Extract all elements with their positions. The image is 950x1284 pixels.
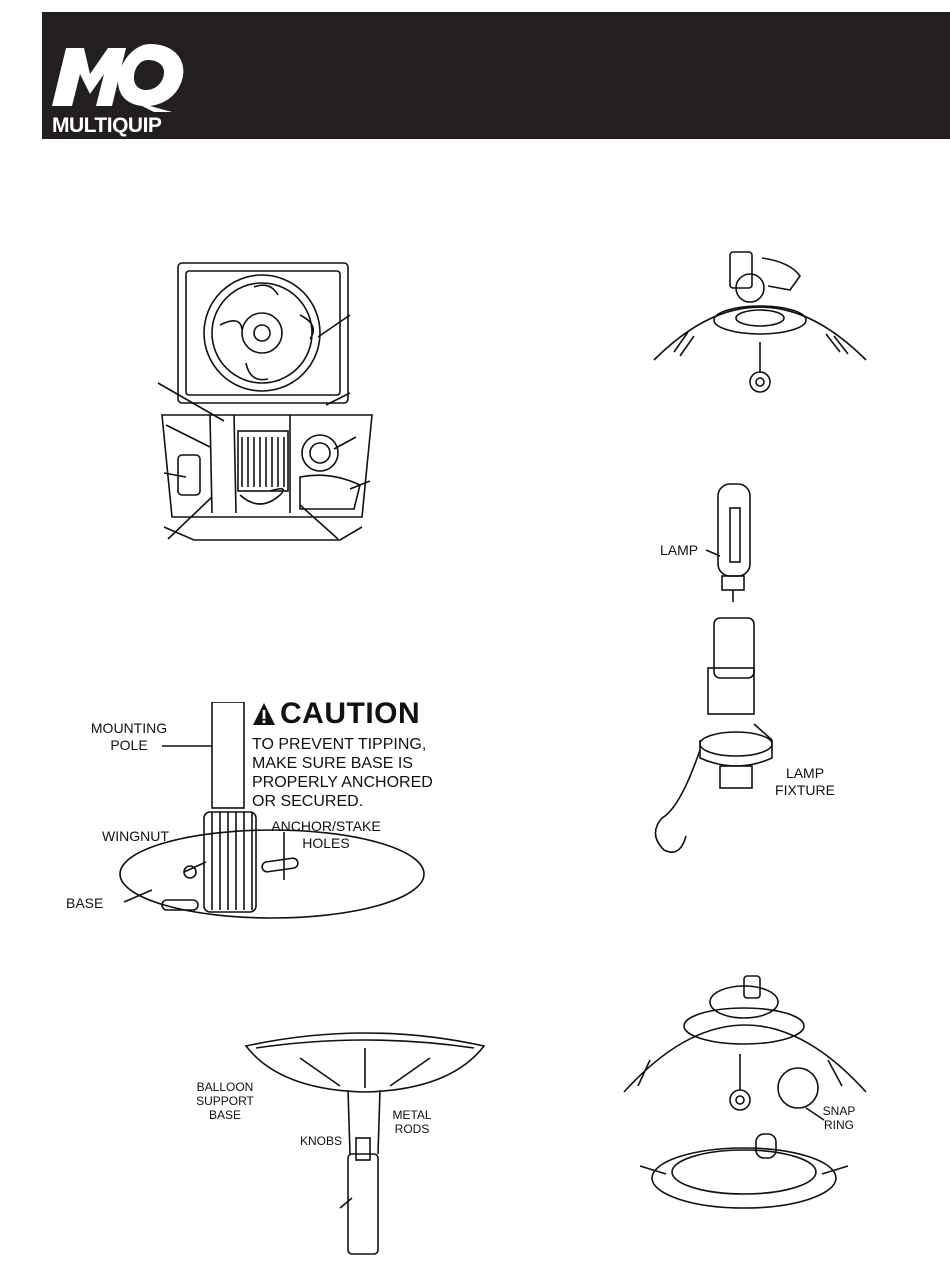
caution-body: TO PREVENT TIPPING, MAKE SURE BASE IS PR… [252, 735, 433, 811]
warning-icon [252, 702, 276, 726]
base-label: BASE [66, 895, 103, 912]
fixture-top-diagram [650, 242, 870, 404]
brand-name: MULTIQUIP [52, 114, 192, 138]
lamp-label: LAMP [660, 542, 698, 559]
metal-rods-label: METAL RODS [382, 1108, 442, 1136]
case-contents-diagram [150, 255, 390, 550]
support-base-diagram [240, 1028, 490, 1263]
mq-logo-icon [50, 26, 190, 112]
balloon-support-base-label: BALLOON SUPPORT BASE [192, 1080, 258, 1122]
caution-title: CAUTION [252, 697, 420, 731]
page-header: MULTIQUIP [42, 12, 950, 139]
mounting-pole-label: MOUNTING POLE [74, 720, 184, 754]
lamp-fixture-label: LAMP FIXTURE [760, 765, 850, 799]
wingnut-label: WINGNUT [102, 828, 169, 845]
caution-title-text: CAUTION [280, 697, 420, 731]
lamp-fixture-diagram [640, 478, 840, 860]
snap-ring-diagram [620, 968, 870, 1226]
knobs-label: KNOBS [300, 1134, 342, 1148]
anchor-holes-label: ANCHOR/STAKE HOLES [256, 818, 396, 852]
snap-ring-label: SNAP RING [814, 1104, 864, 1132]
multiquip-logo: MULTIQUIP [50, 26, 190, 136]
